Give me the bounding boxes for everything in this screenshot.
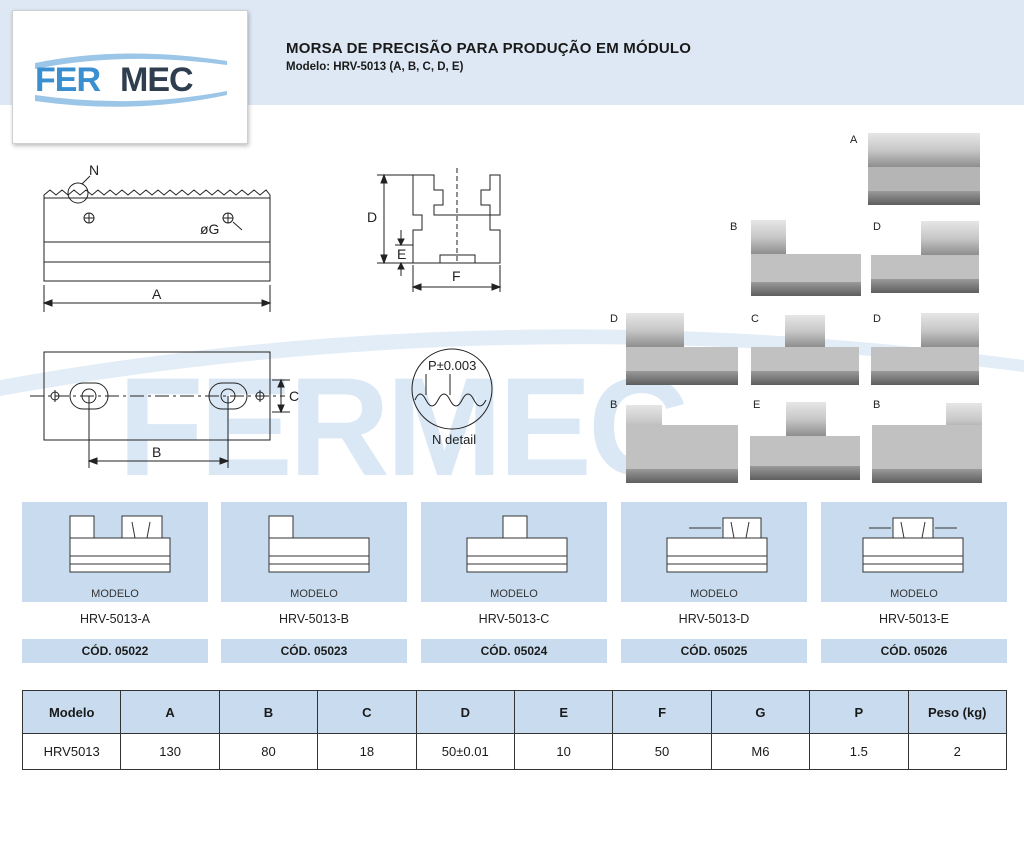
table-cell: 1.5: [809, 733, 909, 770]
col-header: C: [317, 690, 417, 734]
photo-label: B: [610, 399, 617, 411]
model-code: CÓD. 05023: [221, 639, 407, 663]
model-diagram-e: [821, 502, 1007, 602]
photo-labels: A B D D C D B E B: [610, 134, 881, 411]
model-card-d: MODELO HRV-5013-D CÓD. 05025: [621, 502, 807, 663]
label-c: C: [289, 388, 299, 404]
table-cell: 50±0.01: [415, 733, 515, 770]
model-diagram-d: [621, 502, 807, 602]
table-cell: M6: [710, 733, 811, 770]
table-cell: 80: [218, 733, 319, 770]
model-card-a: MODELO HRV-5013-A CÓD. 05022: [22, 502, 208, 663]
table-cell: 2: [907, 733, 1008, 770]
logo-box: FER MEC: [12, 10, 248, 144]
table-row: HRV5013 130 80 18 50±0.01 10 50 M6 1.5 2: [21, 733, 1008, 770]
spec-table: Modelo A B C D E F G P Peso (kg) HRV5013…: [21, 690, 1008, 770]
photo-vise-d2: [626, 313, 738, 385]
logo-text-right: MEC: [120, 61, 193, 99]
label-pitch: P±0.003: [428, 358, 476, 373]
model-card-c: MODELO HRV-5013-C CÓD. 05024: [421, 502, 607, 663]
photo-vise-d1: [871, 221, 979, 293]
model-label: MODELO: [290, 588, 338, 600]
page-subtitle: Modelo: HRV-5013 (A, B, C, D, E): [286, 61, 464, 73]
photo-vise-b3: [872, 403, 982, 483]
model-label: MODELO: [890, 588, 938, 600]
model-name: HRV-5013-E: [879, 612, 949, 626]
col-header: Modelo: [21, 690, 122, 734]
label-n: N: [89, 162, 99, 178]
logo-text-left: FER: [35, 61, 100, 99]
col-header: F: [612, 690, 712, 734]
model-name: HRV-5013-B: [279, 612, 349, 626]
photo-vise-c: [751, 315, 859, 385]
fermec-logo: FER MEC: [35, 53, 227, 107]
photo-vise-e: [750, 402, 860, 480]
label-g: øG: [200, 221, 219, 237]
col-header: B: [218, 690, 319, 734]
photo-label: A: [850, 134, 858, 146]
model-label: MODELO: [690, 588, 738, 600]
col-header: A: [120, 690, 220, 734]
photo-label: D: [873, 221, 881, 233]
label-a: A: [152, 286, 162, 302]
model-card-e: MODELO HRV-5013-E CÓD. 05026: [821, 502, 1007, 663]
model-code: CÓD. 05022: [22, 639, 208, 663]
top-view-drawing: [30, 351, 290, 468]
model-label: MODELO: [91, 588, 139, 600]
col-header: Peso (kg): [907, 690, 1008, 734]
spec-table-header-row: Modelo A B C D E F G P Peso (kg): [21, 690, 1008, 734]
photo-label: B: [873, 399, 880, 411]
photo-label: D: [610, 313, 618, 325]
model-code: CÓD. 05025: [621, 639, 807, 663]
product-photos: [626, 133, 982, 483]
table-cell: HRV5013: [21, 733, 122, 770]
col-header: E: [513, 690, 614, 734]
n-detail-drawing: [411, 348, 493, 430]
model-name: HRV-5013-C: [478, 612, 550, 626]
model-code: CÓD. 05024: [421, 639, 607, 663]
label-e: E: [397, 246, 406, 262]
photo-label: B: [730, 221, 737, 233]
label-f: F: [452, 268, 461, 284]
photo-label: E: [753, 399, 760, 411]
table-cell: 10: [513, 733, 614, 770]
end-view-drawing: [377, 168, 502, 292]
page-title: MORSA DE PRECISÃO PARA PRODUÇÃO EM MÓDUL…: [286, 40, 692, 57]
table-cell: 50: [612, 733, 712, 770]
label-b: B: [152, 444, 161, 460]
col-header: D: [415, 690, 515, 734]
model-code: CÓD. 05026: [821, 639, 1007, 663]
model-label: MODELO: [490, 588, 538, 600]
photo-vise-d3: [871, 313, 979, 385]
label-d: D: [367, 209, 377, 225]
photo-vise-b2: [626, 405, 738, 483]
photo-vise-b1: [751, 220, 861, 296]
col-header: P: [809, 690, 909, 734]
photo-label: C: [751, 313, 759, 325]
model-diagram-b: [221, 502, 407, 602]
col-header: G: [710, 690, 811, 734]
model-diagram-c: [421, 502, 607, 602]
model-name: HRV-5013-D: [678, 612, 750, 626]
table-cell: 18: [317, 733, 417, 770]
label-n-detail: N detail: [432, 432, 476, 447]
photo-label: D: [873, 313, 881, 325]
model-card-b: MODELO HRV-5013-B CÓD. 05023: [221, 502, 407, 663]
photo-vise-a: [868, 133, 980, 205]
model-name: HRV-5013-A: [80, 612, 150, 626]
table-cell: 130: [120, 733, 220, 770]
side-view-drawing: [42, 175, 272, 312]
model-diagram-a: [22, 502, 208, 602]
